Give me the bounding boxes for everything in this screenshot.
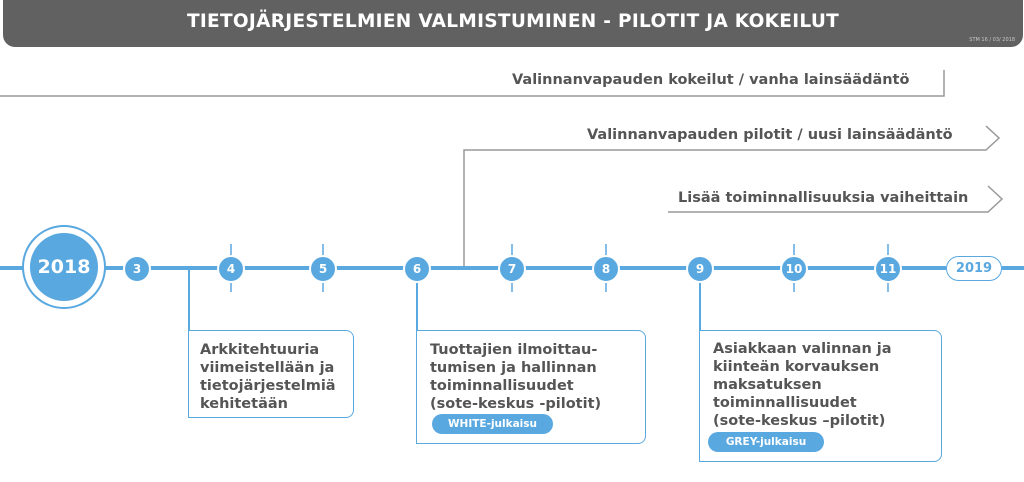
month-marker: 9 bbox=[686, 255, 714, 283]
release-badge: GREY-julkaisu bbox=[708, 432, 824, 452]
month-marker: 3 bbox=[123, 255, 151, 283]
title-banner: TIETOJÄRJESTELMIEN VALMISTUMINEN - PILOT… bbox=[3, 0, 1023, 47]
card-line: toiminnallisuudet bbox=[430, 378, 574, 394]
card-line: kehitetään bbox=[200, 396, 288, 412]
card-line: Arkkitehtuuria bbox=[200, 342, 320, 358]
page-title: TIETOJÄRJESTELMIEN VALMISTUMINEN - PILOT… bbox=[186, 11, 840, 32]
milestone-card bbox=[189, 330, 354, 418]
document-code: STM 16 / 03/ 2018 bbox=[969, 37, 1015, 43]
card-line: kiinteän korvauksen bbox=[713, 359, 880, 375]
more-track-line bbox=[668, 185, 1004, 213]
card-line: Tuottajien ilmoittau- bbox=[430, 342, 598, 358]
release-badge: WHITE-julkaisu bbox=[432, 414, 553, 434]
card-line: maksatuksen bbox=[713, 377, 822, 393]
trial-track-label: Valinnanvapauden kokeilut / vanha lainsä… bbox=[512, 72, 910, 88]
card-line: viimeistellään ja bbox=[200, 360, 335, 376]
start-year-marker: 2018 bbox=[22, 225, 106, 309]
card-line: toiminnallisuudet bbox=[713, 395, 857, 411]
card-line: (sote-keskus -pilotit) bbox=[430, 396, 602, 412]
trial-track-line bbox=[0, 70, 945, 97]
card-line: Asiakkaan valinnan ja bbox=[713, 341, 892, 357]
pilot-track-line bbox=[463, 125, 1001, 268]
month-marker: 5 bbox=[309, 255, 337, 283]
card-line: tietojärjestelmiä bbox=[200, 378, 336, 394]
month-marker: 11 bbox=[874, 255, 902, 283]
milestone-card-text: Asiakkaan valinnan ja kiinteän korvaukse… bbox=[713, 340, 892, 430]
month-marker: 7 bbox=[498, 255, 526, 283]
start-year-label: 2018 bbox=[30, 233, 98, 301]
month-marker: 10 bbox=[780, 255, 808, 283]
more-track-label: Lisää toiminnallisuuksia vaiheittain bbox=[678, 190, 969, 206]
milestone-card-text: Tuottajien ilmoittau- tumisen ja hallinn… bbox=[430, 341, 601, 413]
milestone-card-text: Arkkitehtuuria viimeistellään ja tietojä… bbox=[200, 341, 336, 413]
month-marker: 4 bbox=[217, 255, 245, 283]
month-marker: 8 bbox=[592, 255, 620, 283]
end-year-label: 2019 bbox=[946, 256, 1002, 281]
card-line: (sote-keskus –pilotit) bbox=[713, 413, 886, 429]
month-marker: 6 bbox=[403, 255, 431, 283]
card-line: tumisen ja hallinnan bbox=[430, 360, 597, 376]
pilot-track-label: Valinnanvapauden pilotit / uusi lainsääd… bbox=[587, 127, 953, 143]
